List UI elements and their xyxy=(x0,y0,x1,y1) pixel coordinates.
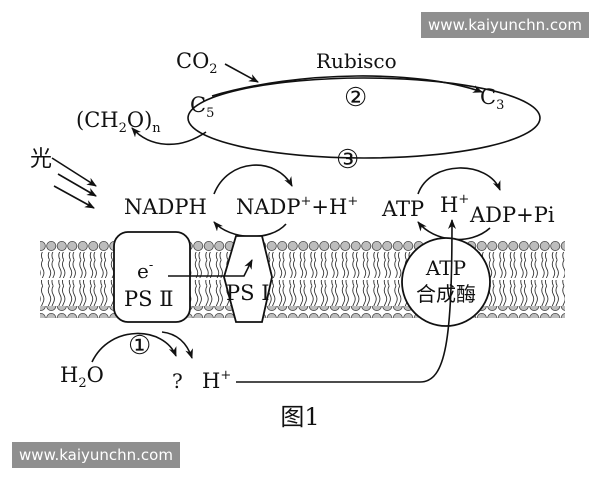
synthase-line1: ATP xyxy=(425,256,466,280)
ch2o-label: (CH2O)n xyxy=(76,108,161,136)
h-plus-right-label: H+ xyxy=(440,192,469,217)
step-3-marker: ③ xyxy=(336,145,359,175)
question-mark: ? xyxy=(172,369,183,393)
light-ray-2 xyxy=(57,173,97,197)
atp-synthase xyxy=(401,237,491,327)
atp-label: ATP xyxy=(381,197,424,221)
arrow-c5-to-c3 xyxy=(211,75,483,97)
arrow-atp-top xyxy=(417,167,501,195)
arrow-nadph-bottom xyxy=(213,221,287,238)
watermark-bottom: www.kaiyunchn.com xyxy=(19,446,173,464)
nadp-h-label: NADP++H+ xyxy=(236,194,358,219)
arrow-to-ch2o xyxy=(131,127,207,146)
co2-label: CO2 xyxy=(176,49,218,77)
ps1-label: PS Ⅰ xyxy=(226,281,270,305)
electron-label: e- xyxy=(137,258,153,283)
figure-caption: 图1 xyxy=(280,403,319,431)
c5-label: C5 xyxy=(190,93,214,121)
ps2-complex xyxy=(113,231,191,323)
arrow-water-split-right xyxy=(161,331,193,359)
step-2-marker: ② xyxy=(344,83,367,113)
light-ray-1 xyxy=(51,157,97,187)
rubisco-label: Rubisco xyxy=(316,49,397,73)
step-1-marker: ① xyxy=(128,331,151,361)
arrow-nadph-regen-top xyxy=(213,164,293,195)
arrow-co2-in xyxy=(224,63,259,83)
c3-label: C3 xyxy=(480,85,504,113)
arrow-electron-transfer xyxy=(168,259,253,277)
adp-pi-label: ADP+Pi xyxy=(469,203,555,227)
arrow-proton-flow xyxy=(236,219,456,383)
watermark-top: www.kaiyunchn.com xyxy=(428,16,582,34)
nadph-label: NADPH xyxy=(124,195,207,219)
ps2-label: PS Ⅱ xyxy=(124,287,173,311)
calvin-cycle-ellipse xyxy=(187,77,541,159)
watermark-top-box xyxy=(421,12,589,38)
h2o-label: H2O xyxy=(60,363,104,391)
watermark-bottom-box xyxy=(12,442,180,468)
light-label: 光 xyxy=(30,147,52,172)
h-plus-bottom-label: H+ xyxy=(202,368,231,393)
ps1-complex xyxy=(223,235,273,323)
synthase-line2: 合成酶 xyxy=(416,282,476,306)
light-ray-3 xyxy=(53,185,95,209)
arrow-water-split-left xyxy=(91,332,177,363)
